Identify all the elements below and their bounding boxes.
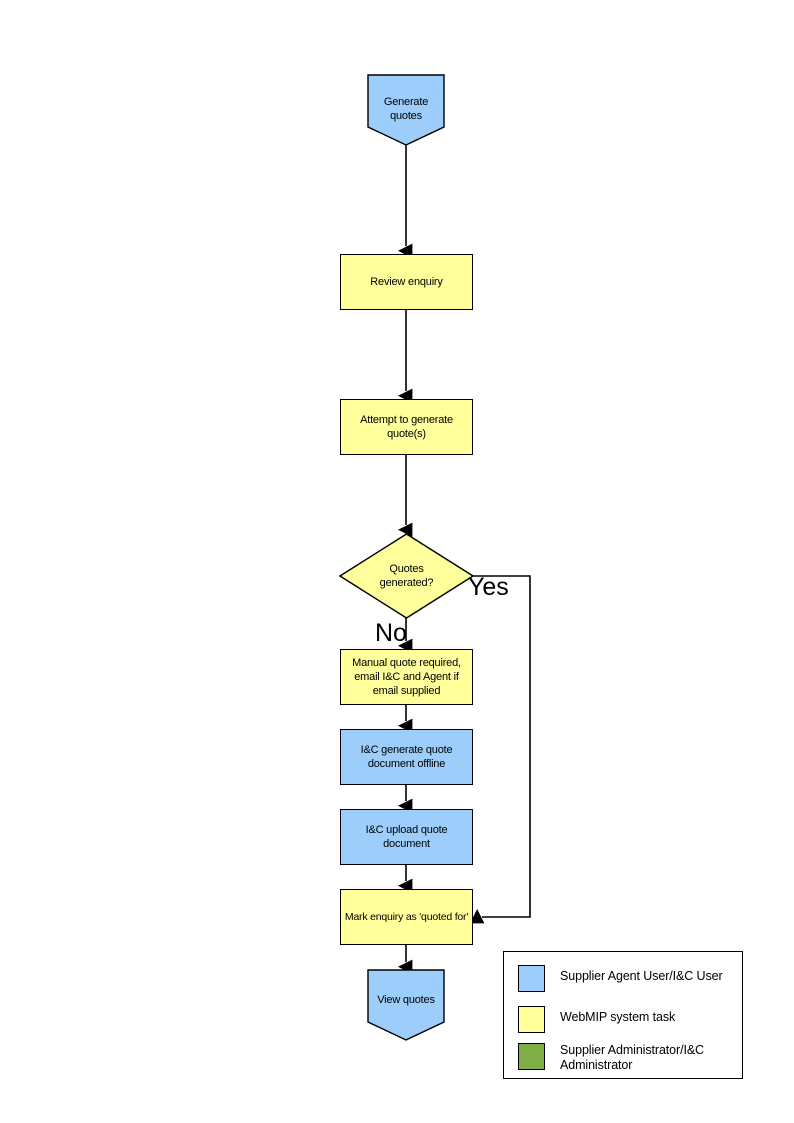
edge-label-no: No [375, 619, 407, 647]
legend-swatch-admin-task [518, 1043, 545, 1070]
node-ic-generate-quote-document[interactable]: I&C generate quote document offline [340, 729, 473, 785]
node-label: Manual quote required, email I&C and Age… [352, 657, 461, 697]
node-mark-enquiry-quoted-for[interactable]: Mark enquiry as 'quoted for' [340, 889, 473, 945]
edge-decision-yes-to-mark [470, 575, 531, 924]
node-review-enquiry[interactable]: Review enquiry [340, 254, 473, 310]
legend-swatch-user-task [518, 965, 545, 992]
legend-item-supplier-administrator: Supplier Administrator/I&C Administrator [518, 1043, 704, 1073]
legend-item-webmip-system-task: WebMIP system task [518, 1006, 675, 1033]
legend-label: Supplier Administrator/I&C Administrator [560, 1043, 704, 1072]
legend-swatch-system-task [518, 1006, 545, 1033]
node-label: Mark enquiry as 'quoted for' [344, 911, 469, 923]
node-label: Quotes generated? [379, 563, 434, 589]
node-ic-upload-quote-document[interactable]: I&C upload quote document [340, 809, 473, 865]
legend-label: WebMIP system task [560, 1010, 676, 1024]
node-label: Generate quotes [383, 96, 429, 122]
legend-label: Supplier Agent User/I&C User [560, 969, 723, 983]
diamond-shape [339, 533, 474, 619]
node-generate-quotes[interactable]: Generate quotes [367, 74, 445, 146]
node-label: I&C upload quote document [365, 824, 448, 850]
legend: Supplier Agent User/I&C User WebMIP syst… [503, 951, 743, 1079]
pentagon-shape [367, 969, 445, 1041]
node-label: I&C generate quote document offline [360, 744, 453, 770]
node-quotes-generated-decision[interactable]: Quotes generated? [339, 533, 474, 619]
node-view-quotes[interactable]: View quotes [367, 969, 445, 1041]
node-label: Review enquiry [370, 276, 443, 288]
node-manual-quote-required[interactable]: Manual quote required, email I&C and Age… [340, 649, 473, 705]
node-label: Attempt to generate quote(s) [360, 414, 453, 440]
edge-label-yes: Yes [468, 573, 509, 601]
node-attempt-generate-quotes[interactable]: Attempt to generate quote(s) [340, 399, 473, 455]
legend-item-supplier-agent-user: Supplier Agent User/I&C User [518, 965, 723, 992]
node-label: View quotes [377, 994, 435, 1006]
pentagon-shape [367, 74, 445, 146]
